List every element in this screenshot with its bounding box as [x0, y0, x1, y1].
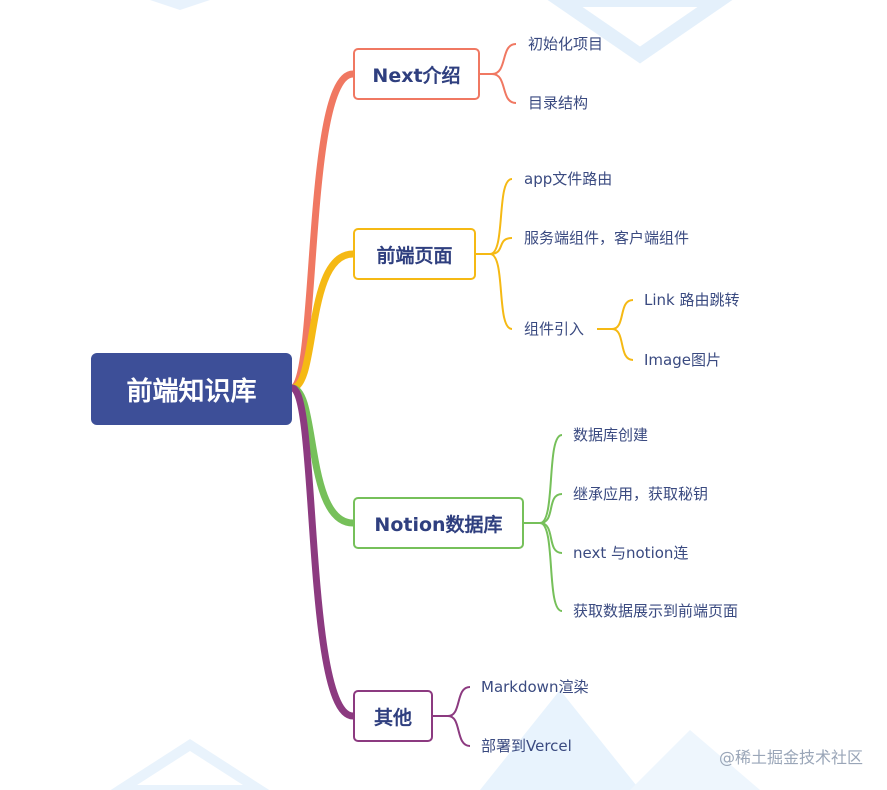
connector-frontend-leaf-3	[489, 253, 513, 330]
leaf-deploy-vercel[interactable]: 部署到Vercel	[481, 737, 572, 755]
bg-shape-bottom-right	[630, 730, 760, 790]
leaf-server-client-components[interactable]: 服务端组件，客户端组件	[524, 229, 690, 247]
leaf-init-project[interactable]: 初始化项目	[528, 35, 604, 53]
connector-notion-leaf-3	[539, 522, 563, 554]
leaf-app-routing[interactable]: app文件路由	[524, 170, 613, 188]
bg-chevron-top	[547, 0, 733, 64]
connector-frontend-leaf-2	[489, 237, 513, 255]
bg-shape-bottom-mid	[480, 690, 640, 790]
leaf-image[interactable]: Image图片	[644, 351, 721, 369]
leaf-component-import[interactable]: 组件引入	[524, 320, 585, 338]
leaf-integration-key[interactable]: 继承应用，获取秘钥	[573, 485, 709, 503]
connector-other-leaf-2	[447, 715, 471, 747]
connector-notion-leaf-4	[539, 522, 563, 612]
branch-notion-database[interactable]: Notion数据库	[353, 497, 524, 549]
watermark-text: @稀土掘金技术社区	[718, 748, 863, 767]
leaf-next-notion-connect[interactable]: next 与notion连	[573, 544, 689, 562]
connector-frontend	[290, 250, 354, 392]
connector-component-leaf-2	[611, 328, 634, 361]
connector-notion-leaf-1	[539, 434, 563, 524]
bg-chevron-bottom-left	[110, 739, 270, 790]
leaf-markdown-render[interactable]: Markdown渲染	[481, 678, 589, 696]
leaf-fetch-display[interactable]: 获取数据展示到前端页面	[573, 602, 739, 620]
connector-next-leaf-2	[491, 73, 517, 104]
connector-notion-leaf-2	[539, 493, 563, 524]
leaf-directory-structure[interactable]: 目录结构	[528, 94, 589, 112]
branch-frontend-pages[interactable]: 前端页面	[353, 228, 476, 280]
bg-shape-top-left	[150, 0, 210, 10]
branch-other[interactable]: 其他	[353, 690, 433, 742]
leaf-link-routing[interactable]: Link 路由跳转	[644, 291, 740, 309]
connector-component-leaf-1	[611, 299, 634, 330]
connector-other	[290, 384, 354, 720]
root-node[interactable]: 前端知识库	[91, 353, 292, 425]
leaf-db-create[interactable]: 数据库创建	[573, 426, 649, 444]
connector-other-leaf-1	[447, 686, 471, 717]
connector-next	[290, 70, 354, 392]
connector-frontend-leaf-1	[489, 178, 513, 255]
connector-next-leaf-1	[491, 43, 517, 75]
branch-next-intro[interactable]: Next介绍	[353, 48, 480, 100]
